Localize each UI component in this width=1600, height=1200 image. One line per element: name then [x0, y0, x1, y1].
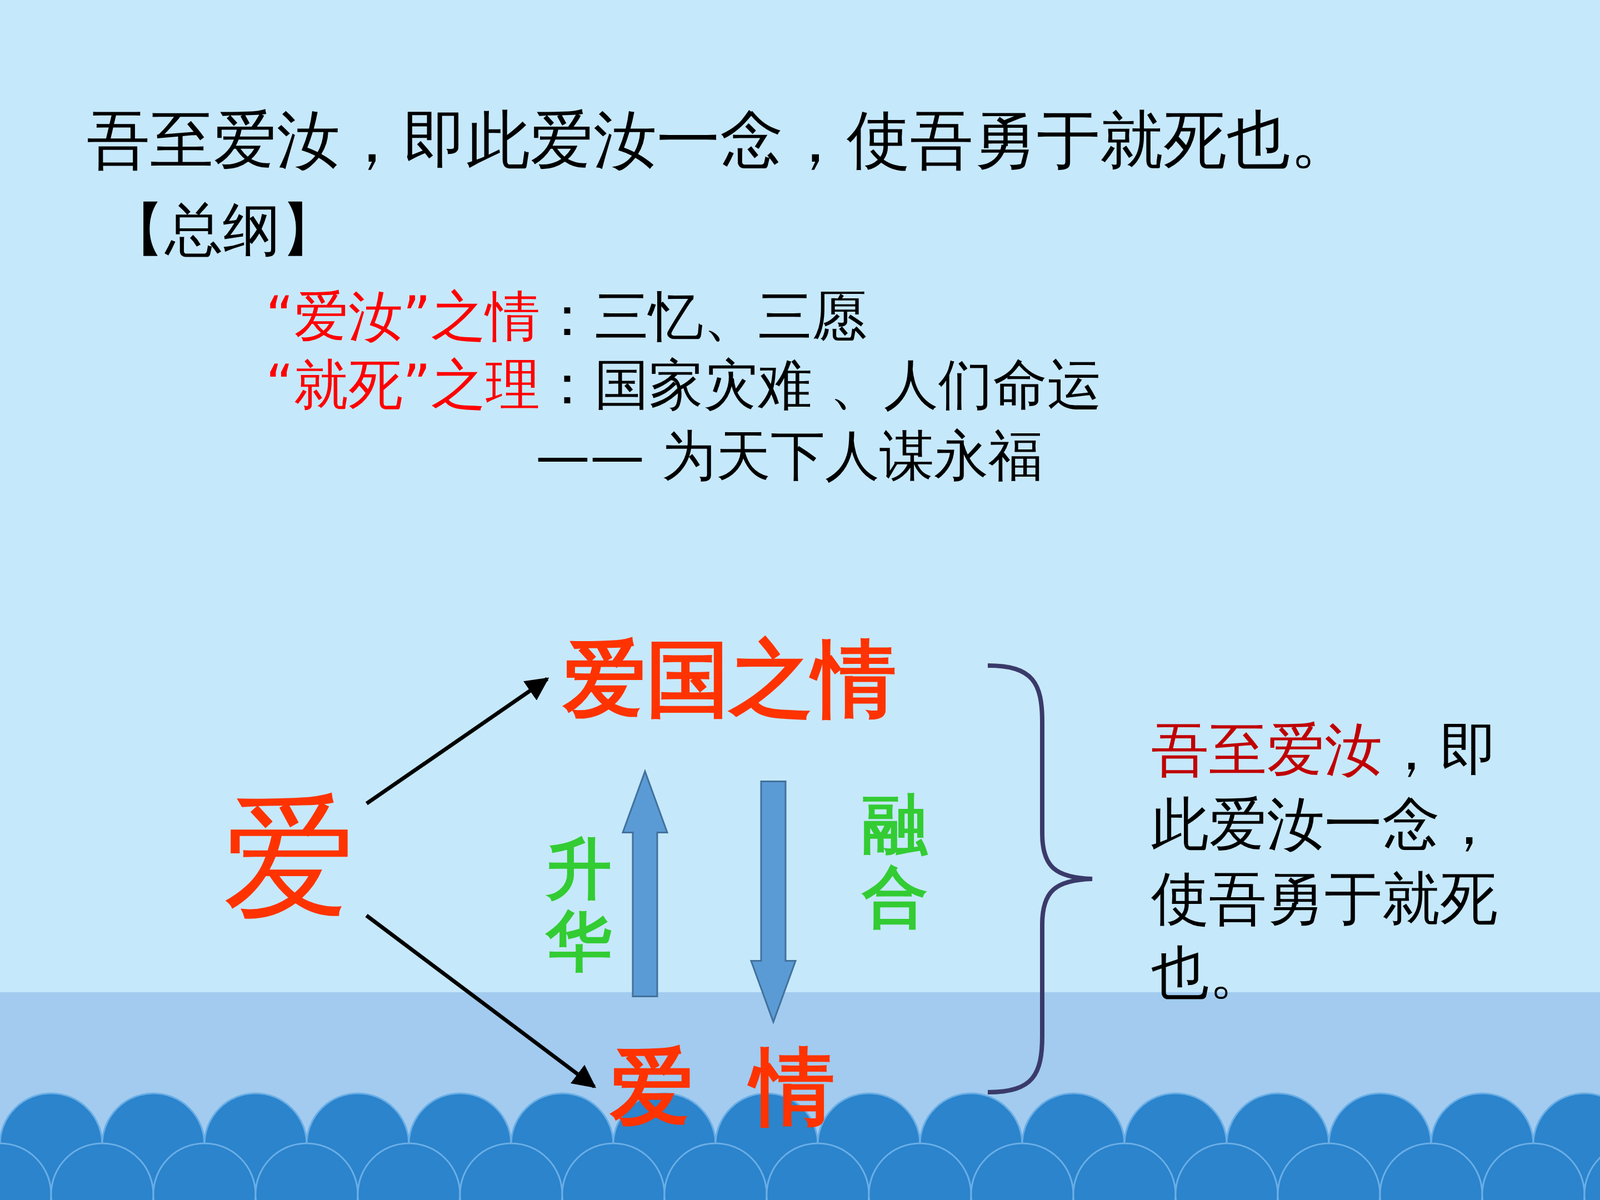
edge-label: 融合: [862, 788, 928, 934]
node-text: 爱国之情: [562, 633, 897, 725]
text-node: 爱 情: [604, 1035, 840, 1139]
outline-text: “就死”之理: [265, 352, 540, 417]
wave: [1482, 1143, 1585, 1200]
note: 吾至爱汝，即此爱汝一念，使吾勇于就死也。: [1151, 712, 1540, 1010]
node-text: 爱: [222, 783, 356, 931]
edge-label: 升华: [546, 833, 612, 978]
outline-text: “爱汝”之情: [265, 284, 540, 348]
wave: [153, 1143, 256, 1200]
brace: [987, 665, 1093, 1093]
wave: [1584, 1143, 1600, 1200]
wave: [460, 1143, 563, 1200]
wave: [1175, 1143, 1278, 1200]
wave: [971, 1143, 1074, 1200]
text-node: 爱: [216, 778, 362, 937]
wave: [1073, 1143, 1176, 1200]
wave: [51, 1143, 154, 1200]
outline-line: “就死”之理：国家灾难 、人们命运: [265, 348, 1102, 423]
note-text: 吾至爱汝: [1151, 715, 1383, 784]
outline-line: 【总纲】: [107, 191, 339, 270]
wave: [255, 1143, 358, 1200]
outline-line: —— 为天下人谋永福: [535, 420, 1043, 494]
wave: [766, 1143, 869, 1200]
outline-text: 【总纲】: [107, 195, 339, 264]
outline-text: ：国家灾难 、人们命运: [540, 352, 1102, 417]
wave: [664, 1143, 767, 1200]
outline-text: —— 为天下人谋永福: [535, 423, 1043, 488]
node-text: 爱 情: [610, 1041, 835, 1133]
wave: [0, 1143, 52, 1200]
outline-line: “爱汝”之情：三忆、三愿: [265, 280, 867, 354]
block-arrow: [622, 771, 668, 997]
wave: [562, 1143, 665, 1200]
text-node: 爱国之情: [557, 627, 902, 731]
wave: [357, 1143, 460, 1200]
wave: [1380, 1143, 1483, 1200]
wave: [868, 1143, 972, 1200]
arrow-line: [366, 678, 548, 804]
outline-text: ：三忆、三愿: [540, 284, 867, 348]
wave: [1277, 1143, 1380, 1200]
block-arrow: [751, 781, 796, 1023]
title: 吾至爱汝，即此爱汝一念，使吾勇于就死也。: [86, 97, 1354, 184]
